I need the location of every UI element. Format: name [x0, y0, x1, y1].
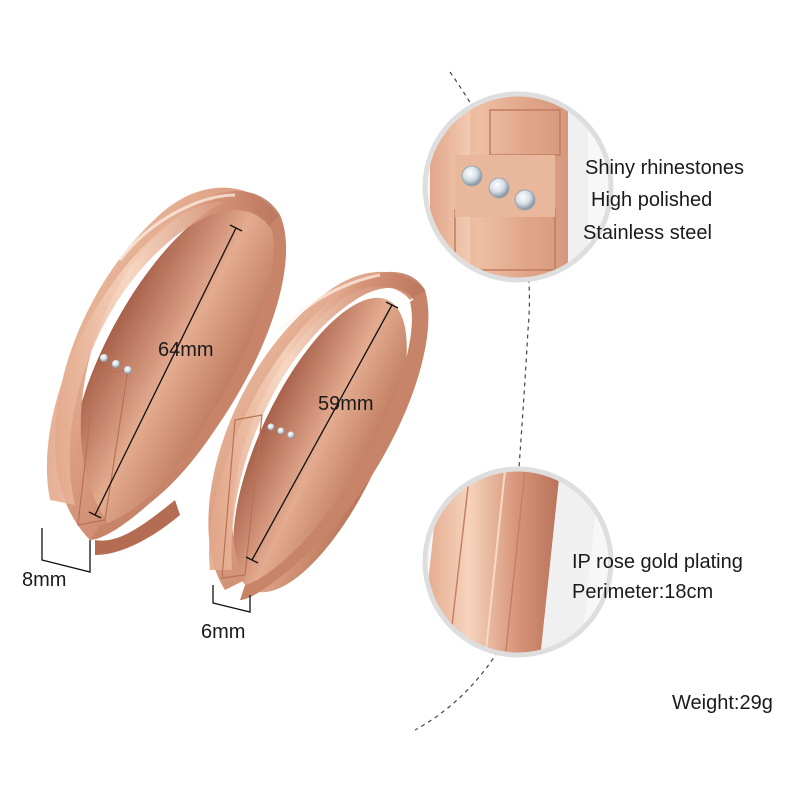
- small-diameter-measure: [245, 301, 399, 564]
- large-diameter-measure: [88, 224, 243, 519]
- feature-polished: High polished: [591, 189, 713, 211]
- small-bangle: [208, 271, 429, 600]
- weight-label: Weight:29g: [672, 692, 773, 714]
- detail-rhinestones-zoom: [422, 91, 614, 283]
- feature-plating: IP rose gold plating: [572, 551, 743, 573]
- dashed-connector-line: [414, 71, 531, 731]
- feature-perimeter: Perimeter:18cm: [572, 581, 714, 603]
- feature-steel: Stainless steel: [583, 222, 712, 244]
- large-diameter-label: 64mm: [158, 339, 214, 361]
- small-diameter-label: 59mm: [318, 393, 374, 415]
- large-width-measure: [41, 528, 91, 573]
- small-width-measure: [212, 585, 251, 613]
- detail-plating-zoom: [422, 466, 614, 658]
- feature-rhinestones: Shiny rhinestones: [585, 157, 744, 179]
- small-width-label: 6mm: [201, 621, 246, 643]
- large-bangle: [46, 187, 287, 555]
- large-width-label: 8mm: [22, 569, 67, 591]
